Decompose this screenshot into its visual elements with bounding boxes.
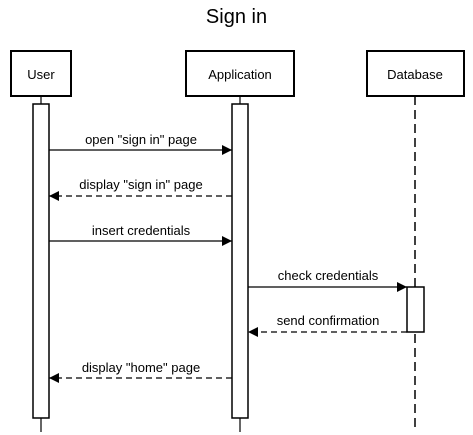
participant-box-user	[10, 50, 72, 97]
activation-bar-user	[32, 103, 50, 419]
participant-label-user: User	[27, 67, 55, 82]
message-5: send confirmation	[248, 313, 407, 337]
message-3: insert credentials	[49, 223, 232, 246]
participant-user: User	[10, 50, 72, 97]
participant-application: Application	[185, 50, 295, 97]
message-4: check credentials	[248, 268, 407, 292]
message-label-5: send confirmation	[277, 313, 380, 328]
message-6: display "home" page	[49, 360, 232, 383]
message-1: open "sign in" page	[49, 132, 232, 155]
activation-bar-application	[231, 103, 249, 419]
message-2: display "sign in" page	[49, 177, 232, 201]
diagram-title: Sign in	[205, 6, 268, 28]
message-label-6: display "home" page	[82, 360, 200, 375]
message-label-1: open "sign in" page	[85, 132, 197, 147]
participant-database: Database	[366, 50, 465, 97]
participant-label-database: Database	[387, 67, 443, 82]
message-label-4: check credentials	[278, 268, 379, 283]
participant-box-database	[366, 50, 465, 97]
participant-label-application: Application	[208, 67, 272, 82]
message-label-3: insert credentials	[92, 223, 191, 238]
activation-bar-database	[406, 286, 425, 333]
message-label-2: display "sign in" page	[79, 177, 202, 192]
